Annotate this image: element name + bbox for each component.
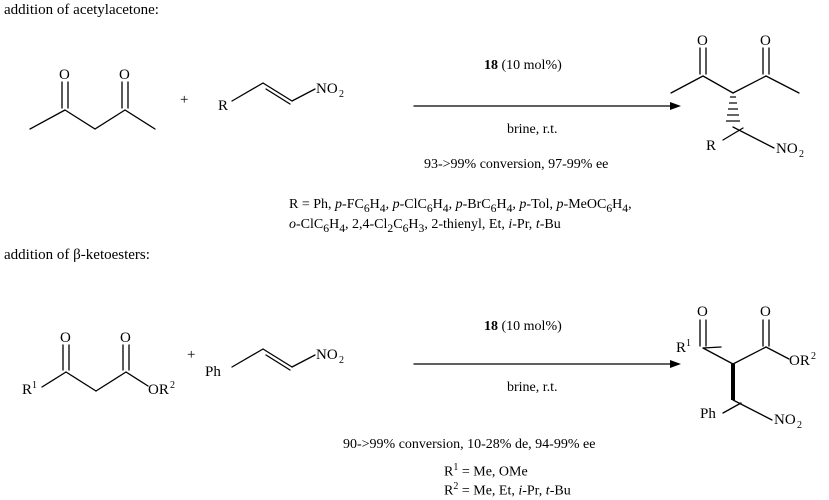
acetylacetone-structure (29, 81, 156, 130)
ester-label: OR (148, 382, 169, 398)
plus-sign: + (187, 347, 195, 363)
r1-label: R (676, 340, 686, 356)
oxygen-label: O (60, 330, 71, 346)
scope-line-2: o-ClC6H4, 2,4-Cl2C6H3, 2-thienyl, Et, i-… (289, 217, 561, 235)
reaction2-header: addition of β-ketoesters: (4, 247, 150, 263)
product-structure-1 (670, 47, 800, 149)
bold-wedge-bond-2 (731, 364, 735, 400)
plus-sign: + (180, 92, 188, 108)
r-group-label: R (218, 98, 228, 114)
r1-superscript: 1 (32, 380, 37, 391)
scope-line-1: R = Ph, p-FC6H4, p-ClC6H4, p-BrC6H4, p-T… (289, 197, 632, 215)
nitro-subscript: 2 (339, 355, 344, 366)
oxygen-label: O (760, 33, 771, 49)
nitro-label: NO (776, 141, 798, 157)
ketoester-structure (41, 344, 149, 392)
r2-superscript: 2 (811, 351, 816, 362)
r1-label: R (22, 382, 32, 398)
phenyl-label: Ph (700, 406, 716, 422)
conditions-label-1: brine, r.t. (507, 122, 558, 137)
phenyl-label: Ph (205, 364, 221, 380)
oxygen-label: O (120, 330, 131, 346)
nitroalkene-structure-2 (231, 348, 316, 371)
arrow-head-2 (670, 360, 681, 368)
r-group-label: R (706, 138, 716, 154)
nitro-label: NO (316, 347, 338, 363)
hashed-wedge-bond (726, 96, 740, 122)
oxygen-label: O (760, 304, 771, 320)
r1-definition: R1 = Me, OMe (444, 462, 528, 480)
product-structure-2 (699, 319, 790, 421)
oxygen-label: O (119, 67, 130, 83)
nitro-label: NO (774, 412, 796, 428)
nitro-subscript: 2 (799, 149, 804, 160)
r2-superscript: 2 (170, 380, 175, 391)
catalyst-label-2: 18 (10 mol%) (484, 319, 562, 334)
nitroalkene-structure-1 (231, 82, 316, 105)
nitro-subscript: 2 (797, 420, 802, 431)
oxygen-label: O (697, 33, 708, 49)
oxygen-label: O (59, 67, 70, 83)
result-label-1: 93->99% conversion, 97-99% ee (424, 157, 609, 172)
oxygen-label: O (697, 304, 708, 320)
ester-label: OR (789, 353, 810, 369)
conditions-label-2: brine, r.t. (507, 380, 558, 395)
r2-definition: R2 = Me, Et, i-Pr, t-Bu (444, 481, 571, 499)
catalyst-label-1: 18 (10 mol%) (484, 58, 562, 73)
r1-superscript: 1 (686, 338, 691, 349)
nitro-label: NO (316, 81, 338, 97)
result-label-2: 90->99% conversion, 10-28% de, 94-99% ee (343, 437, 596, 452)
nitro-subscript: 2 (339, 89, 344, 100)
reaction1-header: addition of acetylacetone: (4, 2, 159, 18)
arrow-head-1 (670, 102, 681, 110)
